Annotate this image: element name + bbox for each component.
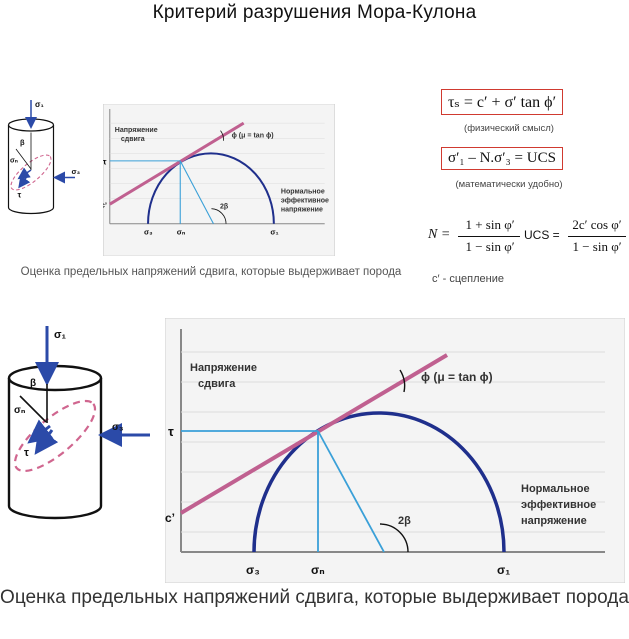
slide-title: Критерий разрушения Мора-Кулона <box>152 2 477 23</box>
s-x-axis-label-1: Нормальное <box>281 189 325 196</box>
cohesion-label: c’ <box>165 511 175 525</box>
x-axis-label-1: Нормальное <box>521 483 590 495</box>
sigma3-label: σ₃ <box>246 563 260 577</box>
s-y-axis-label-2: сдвига <box>121 136 145 143</box>
s-sigma1-label: σ₁ <box>270 227 278 236</box>
s-sigma3-label: σ₃ <box>144 227 153 236</box>
mohr-circle <box>252 411 506 553</box>
ucs-relation-formula: σ′₁ – N.σ′₃ = UCS <box>441 147 563 170</box>
diagram-panel <box>165 318 625 583</box>
angle-arc <box>379 523 409 553</box>
s-tau-label: τ <box>103 156 107 166</box>
large-mohr-diagram: Напряжение сдвига Нормальное эффективное… <box>165 318 625 583</box>
n-formula-lhs: N = <box>428 227 451 242</box>
s-x-axis-label-3: напряжение <box>281 207 323 214</box>
ucs-formula-den: 1 − sin φ′ <box>572 239 622 254</box>
shear-note: (физический смысл) <box>464 123 554 134</box>
spec-tau-label: τ <box>18 190 22 200</box>
small-mohr-diagram: Напряжение сдвига Нормальное эффективное… <box>103 104 335 256</box>
phi-arc <box>399 369 406 393</box>
sigma-n-arrow <box>17 167 32 180</box>
x-axis-label-2: эффективное <box>521 499 596 511</box>
spec-sigma-n-label: σₙ <box>10 158 18 165</box>
failure-plane-dashed <box>10 154 52 191</box>
spec-large-sigma-n-label: σₙ <box>14 405 26 416</box>
small-specimen-diagram: σ₁ β σₙ τ σ₃ <box>7 100 81 215</box>
spec-beta-label: β <box>20 138 25 147</box>
ucs-formula-num: 2c′ cos φ′ <box>572 217 622 232</box>
tangent-label: ϕ (μ = tan ϕ) <box>421 370 493 384</box>
s-sigma-n-label: σₙ <box>177 227 186 236</box>
spec-sigma3-label: σ₃ <box>72 167 81 176</box>
s-x-axis-label-2: эффективное <box>281 198 329 205</box>
ucs-note: (математически удобно) <box>455 179 563 190</box>
x-axis-label-3: напряжение <box>521 515 587 527</box>
sigma1-label: σ₁ <box>497 563 510 577</box>
tau-arrow <box>18 174 31 189</box>
s-angle-label: 2β <box>220 204 229 211</box>
failure-plane-dashed-large <box>13 399 97 473</box>
n-fraction-bar <box>458 236 520 237</box>
large-caption: Оценка предельных напряжений сдвига, кот… <box>0 587 629 608</box>
spec-large-sigma3-label: σ₃ <box>112 422 124 433</box>
failure-envelope <box>179 353 449 515</box>
ucs-formula-lhs: UCS = <box>524 228 560 242</box>
ucs-fraction-bar <box>568 236 626 237</box>
y-axis-label-1: Напряжение <box>190 362 257 374</box>
y-axis-label-2: сдвига <box>198 378 236 390</box>
tau-arrow-large <box>34 428 59 455</box>
radius-line <box>317 430 385 553</box>
cylinder-top-large <box>7 364 103 392</box>
angle-label: 2β <box>398 515 411 527</box>
tau-label: τ <box>168 424 174 439</box>
s-tangent-label: ϕ (μ = tan ϕ) <box>232 133 274 140</box>
sigma-n-label: σₙ <box>311 563 325 577</box>
spec-large-tau-label: τ <box>24 447 29 459</box>
s-cohesion-label: c’ <box>103 201 107 210</box>
spec-large-sigma1-label: σ₁ <box>54 329 67 341</box>
spec-large-beta-label: β <box>30 378 36 389</box>
n-formula-num: 1 + sin φ′ <box>465 217 515 232</box>
small-caption: Оценка предельных напряжений сдвига, кот… <box>20 266 402 278</box>
large-specimen-diagram: σ₁ β σₙ τ σ₃ <box>7 326 150 520</box>
s-y-axis-label-1: Напряжение <box>115 127 158 134</box>
shear-strength-formula: τₛ = c′ + σ′ tan ϕ′ <box>441 89 564 115</box>
gridlines <box>181 351 605 533</box>
spec-sigma1-label: σ₁ <box>35 100 44 109</box>
cohesion-note: c′ - сцепление <box>432 273 504 285</box>
n-formula-den: 1 − sin φ′ <box>465 239 515 254</box>
